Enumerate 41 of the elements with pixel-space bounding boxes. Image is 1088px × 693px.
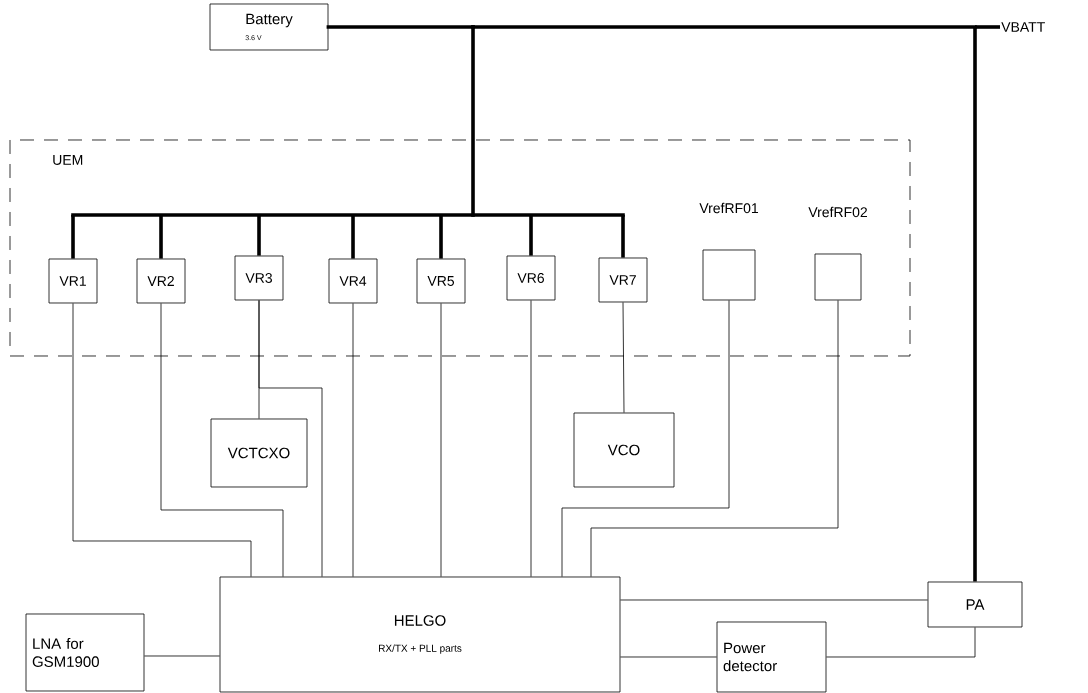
power-line bbox=[159, 215, 163, 259]
power-line bbox=[71, 213, 625, 217]
component-box: VR6 bbox=[506, 255, 556, 301]
component-box: VR2 bbox=[136, 258, 186, 304]
component-box: HELGO RX/TX + PLL parts bbox=[219, 576, 621, 693]
connection-line bbox=[530, 300, 532, 577]
component-box: VR5 bbox=[416, 258, 466, 304]
power-line bbox=[973, 27, 977, 582]
node-label: VrefRF01 bbox=[699, 202, 759, 214]
connection-line bbox=[144, 655, 220, 657]
component-box: VCTCXO bbox=[210, 418, 308, 488]
power-line bbox=[529, 215, 533, 256]
connection-line bbox=[160, 303, 284, 577]
component-box: VCO bbox=[573, 412, 675, 488]
connection-line bbox=[258, 300, 323, 577]
connection-line bbox=[620, 656, 717, 658]
power-line bbox=[351, 215, 355, 259]
connection-line bbox=[590, 300, 839, 577]
node-label: VrefRF02 bbox=[808, 206, 867, 218]
component-box: VR7 bbox=[598, 257, 648, 303]
reference-box: VrefRF01 bbox=[699, 202, 758, 301]
power-line bbox=[439, 215, 443, 259]
connection-line bbox=[826, 627, 976, 658]
connection-line bbox=[620, 599, 928, 601]
component-box: PA bbox=[927, 581, 1023, 628]
power-line bbox=[975, 25, 1000, 29]
connection-line bbox=[352, 303, 354, 577]
power-line bbox=[621, 215, 625, 258]
connection-line bbox=[622, 302, 625, 413]
power-line bbox=[71, 215, 75, 259]
component-box: VR3 bbox=[234, 255, 284, 301]
rail-label: VBATT bbox=[1001, 22, 1045, 32]
power-line bbox=[257, 215, 261, 256]
component-box: LNA for GSM1900 bbox=[25, 613, 145, 692]
reference-box: VrefRF02 bbox=[808, 206, 867, 301]
component-box: VR1 bbox=[48, 258, 98, 304]
connection-line bbox=[561, 300, 730, 577]
connection-line bbox=[440, 303, 442, 577]
component-box: VR4 bbox=[328, 258, 378, 304]
component-box: Power detector bbox=[716, 621, 827, 693]
connection-line bbox=[72, 303, 252, 577]
